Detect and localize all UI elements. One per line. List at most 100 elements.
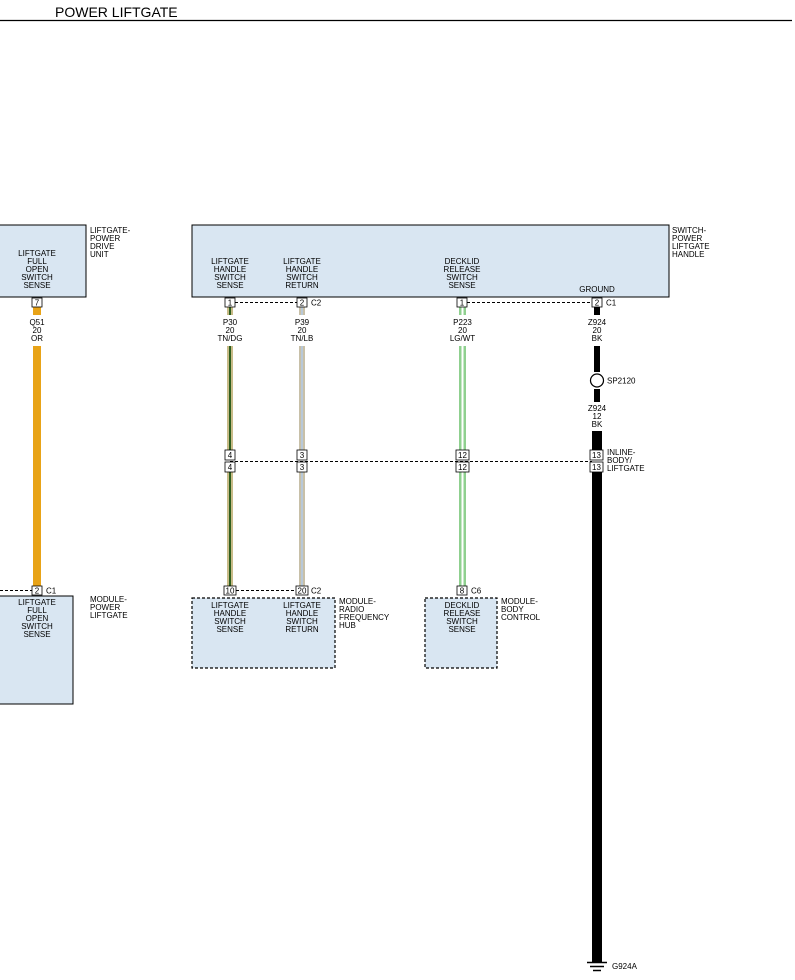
module-power-liftgate-pin-label: LIFTGATE FULL OPEN SWITCH SENSE	[18, 598, 56, 639]
svg-text:MODULE-: MODULE-	[339, 597, 376, 606]
svg-text:INLINE-: INLINE-	[607, 448, 636, 457]
wire-z924-upper-label: Z924 20 BK	[588, 318, 607, 343]
svg-text:HANDLE: HANDLE	[286, 265, 318, 274]
svg-text:CONTROL: CONTROL	[501, 613, 541, 622]
inline-pins-upper	[224, 449, 604, 461]
svg-text:LIFTGATE: LIFTGATE	[283, 601, 321, 610]
splice-sp2120-icon[interactable]	[589, 373, 605, 388]
svg-text:P39: P39	[295, 318, 310, 327]
svg-text:SWITCH: SWITCH	[214, 273, 246, 282]
module-rf-hub-box[interactable]	[191, 597, 336, 669]
svg-text:OPEN: OPEN	[26, 265, 49, 274]
svg-text:FULL: FULL	[27, 257, 47, 266]
svg-text:MODULE-: MODULE-	[90, 595, 127, 604]
switch-handle-box[interactable]	[191, 224, 670, 298]
inline-pin-upper-3: 12	[458, 451, 467, 460]
svg-text:SWITCH: SWITCH	[446, 617, 478, 626]
module-power-liftgate-box[interactable]	[0, 595, 74, 705]
rf-hub-pin-20-label: LIFTGATE HANDLE SWITCH RETURN	[283, 601, 321, 634]
svg-text:OR: OR	[31, 334, 43, 343]
svg-text:TN/LB: TN/LB	[291, 334, 314, 343]
wire-q51[interactable]	[33, 346, 41, 586]
wire-p223-label: P223 20 LG/WT	[450, 318, 475, 343]
wire-q51-label: Q51 20 OR	[29, 318, 45, 343]
svg-text:SWITCH: SWITCH	[21, 622, 53, 631]
module-power-liftgate-pin	[31, 585, 43, 596]
svg-text:DECKLID: DECKLID	[445, 257, 480, 266]
svg-text:RELEASE: RELEASE	[444, 609, 481, 618]
svg-text:RETURN: RETURN	[285, 281, 319, 290]
inline-pins-lower	[224, 461, 604, 473]
drive-unit-pin-number: 7	[35, 299, 40, 308]
switch-pin-1a-label: LIFTGATE HANDLE SWITCH SENSE	[211, 257, 249, 290]
wire-z924[interactable]	[592, 307, 602, 962]
svg-text:DECKLID: DECKLID	[445, 601, 480, 610]
inline-pin-lower-1: 4	[228, 463, 233, 472]
drive-unit-pin	[31, 297, 43, 308]
svg-text:SENSE: SENSE	[216, 625, 243, 634]
ground-icon[interactable]	[587, 961, 607, 972]
svg-text:Z924: Z924	[588, 404, 607, 413]
svg-text:SENSE: SENSE	[448, 625, 475, 634]
svg-text:SENSE: SENSE	[23, 630, 50, 639]
switch-pin-2b-label: GROUND	[579, 285, 615, 294]
wire-q51-stub	[33, 307, 41, 315]
svg-text:SWITCH: SWITCH	[446, 273, 478, 282]
module-power-liftgate-pin-number: 2	[35, 587, 40, 596]
inline-pin-upper-4: 13	[592, 451, 601, 460]
wire-z924-lower-label: Z924 12 BK	[588, 404, 607, 429]
switch-handle-name: SWITCH- POWER LIFTGATE HANDLE	[672, 226, 710, 259]
rf-hub-pin-10-number: 10	[226, 587, 235, 596]
svg-text:POWER: POWER	[672, 234, 702, 243]
svg-text:LIFTGATE: LIFTGATE	[607, 464, 645, 473]
svg-text:BODY/: BODY/	[607, 456, 633, 465]
module-power-liftgate-name: MODULE- POWER LIFTGATE	[90, 595, 128, 620]
inline-pin-lower-3: 12	[458, 463, 467, 472]
svg-text:FULL: FULL	[27, 606, 47, 615]
switch-pin-2b	[591, 297, 603, 308]
svg-text:20: 20	[226, 326, 235, 335]
switch-connector-c1: C1	[606, 299, 617, 308]
inline-pin-lower-4: 13	[592, 463, 601, 472]
svg-text:BK: BK	[592, 334, 603, 343]
svg-text:BODY: BODY	[501, 605, 524, 614]
svg-text:UNIT: UNIT	[90, 250, 109, 259]
svg-text:POWER: POWER	[90, 603, 120, 612]
wire-p30[interactable]	[227, 307, 233, 586]
module-body-control-box[interactable]	[424, 597, 498, 669]
svg-text:SENSE: SENSE	[448, 281, 475, 290]
svg-text:OPEN: OPEN	[26, 614, 49, 623]
switch-pin-2a-label: LIFTGATE HANDLE SWITCH RETURN	[283, 257, 321, 290]
svg-text:LIFTGATE: LIFTGATE	[90, 611, 128, 620]
svg-text:SENSE: SENSE	[23, 281, 50, 290]
page-title: POWER LIFTGATE	[55, 4, 178, 20]
svg-text:Z924: Z924	[588, 318, 607, 327]
switch-pin-2a-number: 2	[300, 299, 305, 308]
drive-unit-box[interactable]	[0, 224, 87, 298]
svg-text:P223: P223	[453, 318, 472, 327]
inline-pin-upper-2: 3	[300, 451, 305, 460]
wire-p39-label: P39 20 TN/LB	[291, 318, 314, 343]
svg-text:Q51: Q51	[29, 318, 45, 327]
switch-pin-2b-number: 2	[595, 299, 600, 308]
svg-text:LIFTGATE: LIFTGATE	[283, 257, 321, 266]
rf-hub-pin-20	[295, 585, 309, 596]
wire-p39[interactable]	[299, 307, 305, 586]
svg-text:20: 20	[593, 326, 602, 335]
rf-hub-pin-10-label: LIFTGATE HANDLE SWITCH SENSE	[211, 601, 249, 634]
switch-pin-1a-number: 1	[228, 299, 233, 308]
svg-text:LG/WT: LG/WT	[450, 334, 475, 343]
svg-text:LIFTGATE: LIFTGATE	[211, 601, 249, 610]
svg-text:20: 20	[298, 326, 307, 335]
svg-text:LIFTGATE: LIFTGATE	[211, 257, 249, 266]
svg-text:SWITCH: SWITCH	[286, 617, 318, 626]
module-power-liftgate-connector: C1	[46, 587, 57, 596]
svg-text:FREQUENCY: FREQUENCY	[339, 613, 390, 622]
splice-label: SP2120	[607, 377, 636, 386]
svg-text:SENSE: SENSE	[216, 281, 243, 290]
svg-text:SWITCH: SWITCH	[214, 617, 246, 626]
inline-pin-lower-2: 3	[300, 463, 305, 472]
wire-p223[interactable]	[459, 307, 466, 586]
svg-text:HUB: HUB	[339, 621, 356, 630]
